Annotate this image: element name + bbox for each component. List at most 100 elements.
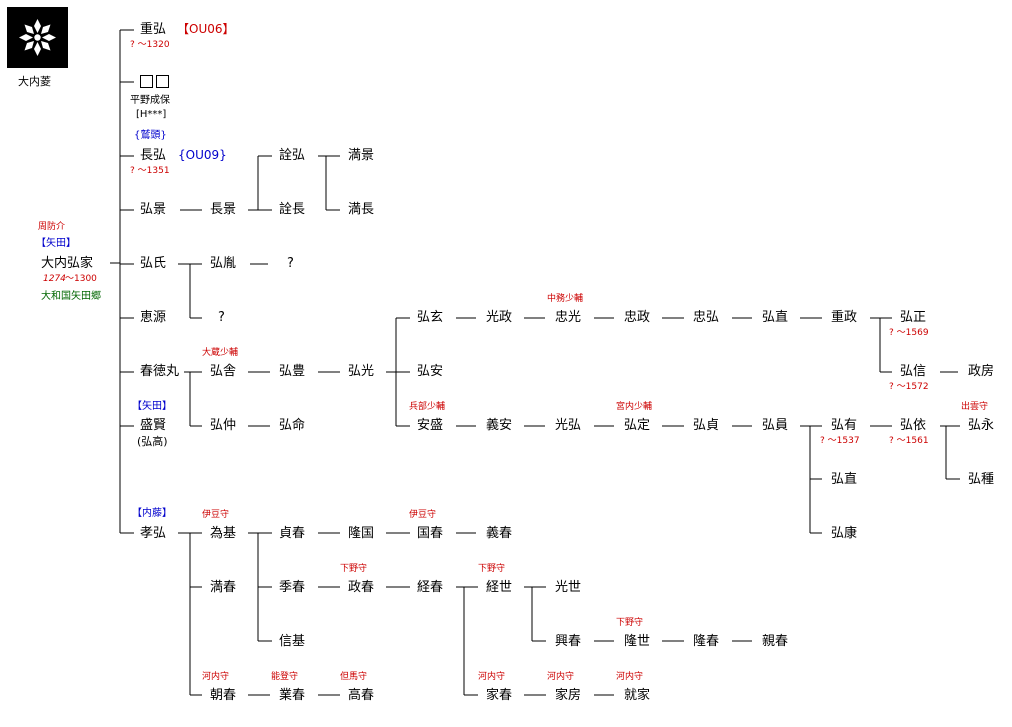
ouchi-bishi-crest-icon — [7, 7, 68, 68]
node-hirosen: 弘胤 — [210, 256, 237, 271]
node-hironao-2: 弘直 — [831, 472, 858, 487]
node-hirotoyo: 弘豊 — [279, 364, 306, 379]
node-tadamitsu: 忠光 — [555, 310, 582, 325]
date-hiroari: ? 〜1537 — [820, 436, 860, 446]
node-hiroyasu: 弘安 — [417, 364, 444, 379]
node-unknown-2: ? — [287, 256, 294, 271]
title-kawachi-2: 河内守 — [478, 672, 506, 682]
node-sen-naga: 詮長 — [279, 202, 306, 217]
title-suo-no-suke: 周防介 — [38, 222, 66, 232]
node-hironobu: 弘信 — [900, 364, 927, 379]
node-kuniharu: 国春 — [417, 526, 444, 541]
node-takayo: 隆世 — [624, 634, 651, 649]
node-hiroshi: 弘氏 — [140, 256, 167, 271]
node-hirokazu: 弘員 — [762, 418, 789, 433]
node-hirokage: 弘景 — [140, 202, 167, 217]
date-hiroie-death: 〜1300 — [65, 274, 97, 284]
place-yata-go: 大和国矢田郷 — [41, 291, 101, 302]
node-tsuneharu: 経春 — [417, 580, 444, 595]
tag-naito: 【内藤】 — [132, 508, 172, 519]
node-hirotane: 弘種 — [968, 472, 995, 487]
tag-washizu: {鷲頭} — [134, 130, 167, 141]
title-shimotsuke-2: 下野守 — [478, 564, 506, 574]
node-tomoharu: 朝春 — [210, 688, 237, 703]
title-izu-2: 伊豆守 — [409, 510, 437, 520]
title-kawachi-3: 河内守 — [547, 672, 575, 682]
title-shimotsuke-3: 下野守 — [616, 618, 644, 628]
date-nagahiro: ? 〜1351 — [130, 166, 170, 176]
node-chikaharu: 親春 — [762, 634, 789, 649]
node-mitsuyo: 光世 — [555, 580, 582, 595]
title-kunai-shoyu: 宮内少輔 — [616, 402, 653, 412]
tag-yata-morikata: 【矢田】 — [132, 401, 172, 412]
node-hiromasa: 弘正 — [900, 310, 927, 325]
crest-label: 大内菱 — [18, 75, 51, 88]
node-tadamasa: 忠政 — [624, 310, 651, 325]
title-okura-shoyu: 大蔵少輔 — [202, 348, 239, 358]
node-giyasu: 義安 — [486, 418, 513, 433]
node-hiroari: 弘有 — [831, 418, 858, 433]
title-kawachi-4: 河内守 — [616, 672, 644, 682]
node-tamemoto: 為基 — [210, 526, 237, 541]
node-hiromitsu: 弘光 — [348, 364, 375, 379]
node-mitsumasa: 光政 — [486, 310, 513, 325]
node-hirosha: 弘舎 — [210, 364, 237, 379]
date-hiromasa: ? 〜1569 — [889, 328, 929, 338]
node-ouchi-hiroie: 大内弘家 — [41, 256, 94, 271]
node-sadaharu: 貞春 — [279, 526, 306, 541]
node-hiromei: 弘命 — [279, 418, 306, 433]
node-sen-hiro: 詮弘 — [279, 148, 306, 163]
title-nakatsukasa-shoyu: 中務少輔 — [547, 294, 584, 304]
node-hiroyasu-2: 弘康 — [831, 526, 858, 541]
node-hironaga: 弘永 — [968, 418, 995, 433]
node-tadahiro: 忠弘 — [693, 310, 720, 325]
date-hiroie-birth: 1274 — [43, 274, 66, 284]
date-shigehiro: ? 〜1320 — [130, 40, 170, 50]
node-mitsukage: 満景 — [348, 148, 375, 163]
node-shigemasa: 重政 — [831, 310, 858, 325]
node-masafusa: 政房 — [968, 364, 995, 379]
node-hironaka: 弘仲 — [210, 418, 237, 433]
node-takakuni: 隆国 — [348, 526, 375, 541]
tag-ou06: 【OU06】 — [177, 22, 235, 36]
note-code: [H***] — [136, 109, 167, 120]
node-morikata: 盛賢 — [140, 418, 167, 433]
node-tsuneyo: 経世 — [486, 580, 513, 595]
tag-ou09: {OU09} — [178, 148, 227, 162]
node-ieharu: 家春 — [486, 688, 513, 703]
date-hironobu: ? 〜1572 — [889, 382, 929, 392]
title-izu-1: 伊豆守 — [202, 510, 230, 520]
node-hironao: 弘直 — [762, 310, 789, 325]
node-shigehiro: 重弘 — [140, 22, 167, 37]
node-nariie: 就家 — [624, 688, 651, 703]
node-egen: 恵源 — [140, 310, 167, 325]
date-hiroyori: ? 〜1561 — [889, 436, 929, 446]
title-tajima: 但馬守 — [340, 672, 368, 682]
node-okiharu: 興春 — [555, 634, 582, 649]
node-mitsuharu: 満春 — [210, 580, 237, 595]
node-iefusa: 家房 — [555, 688, 582, 703]
title-izumo: 出雲守 — [961, 402, 989, 412]
node-unknown-1: ? — [218, 310, 225, 325]
node-hiroyori: 弘依 — [900, 418, 927, 433]
node-nagahiro: 長弘 — [140, 148, 167, 163]
node-hirosada-2: 弘貞 — [693, 418, 720, 433]
title-noto: 能登守 — [271, 672, 299, 682]
node-hirogen: 弘玄 — [417, 310, 444, 325]
title-shimotsuke-1: 下野守 — [340, 564, 368, 574]
node-unknown-boxes — [140, 75, 172, 91]
node-chokei: 長景 — [210, 202, 237, 217]
node-yoshiharu: 義春 — [486, 526, 513, 541]
note-hirano-shigeyasu: 平野成保 — [130, 95, 170, 106]
node-ansei: 安盛 — [417, 418, 444, 433]
node-morikata-alt: (弘高) — [137, 435, 168, 448]
node-masaharu: 政春 — [348, 580, 375, 595]
node-takaharu-2: 高春 — [348, 688, 375, 703]
node-naruharu: 業春 — [279, 688, 306, 703]
node-mitsunaga: 満長 — [348, 202, 375, 217]
node-mitsuhiro: 光弘 — [555, 418, 582, 433]
node-nobumoto: 信基 — [279, 634, 306, 649]
tag-yata-root: 【矢田】 — [36, 238, 76, 249]
title-kawachi-1: 河内守 — [202, 672, 230, 682]
